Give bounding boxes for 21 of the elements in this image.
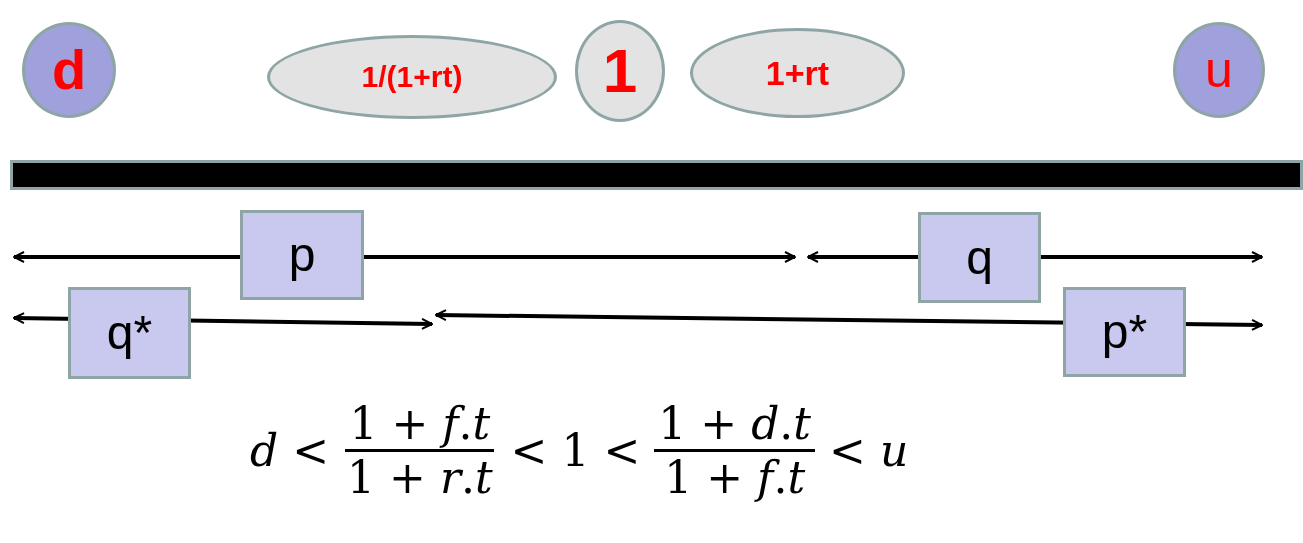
variable-label: q* [106,309,153,357]
formula-term: 1 + f.t [663,452,807,503]
formula-term: 1 + r.t [346,452,494,503]
formula-term: < u [829,425,909,476]
value-label: 1/(1+rt) [361,62,463,92]
value-label: d [51,42,87,98]
formula-term: d < [250,425,330,476]
formula-term: 1 + f.t [345,398,495,452]
value-label: u [1205,45,1233,95]
formula-term: < 1 < [510,425,641,476]
value-label: 1 [602,40,638,102]
label-box [240,210,364,300]
label-box [68,287,191,379]
variable-label: q [966,233,993,282]
label-box [1063,287,1186,377]
variable-label: p* [1101,308,1148,356]
value-label: 1+rt [765,56,830,90]
number-line-bar [10,160,1303,190]
label-box [918,212,1041,303]
variable-label: p [288,231,316,279]
formula-term: 1 + d.t [654,398,815,452]
